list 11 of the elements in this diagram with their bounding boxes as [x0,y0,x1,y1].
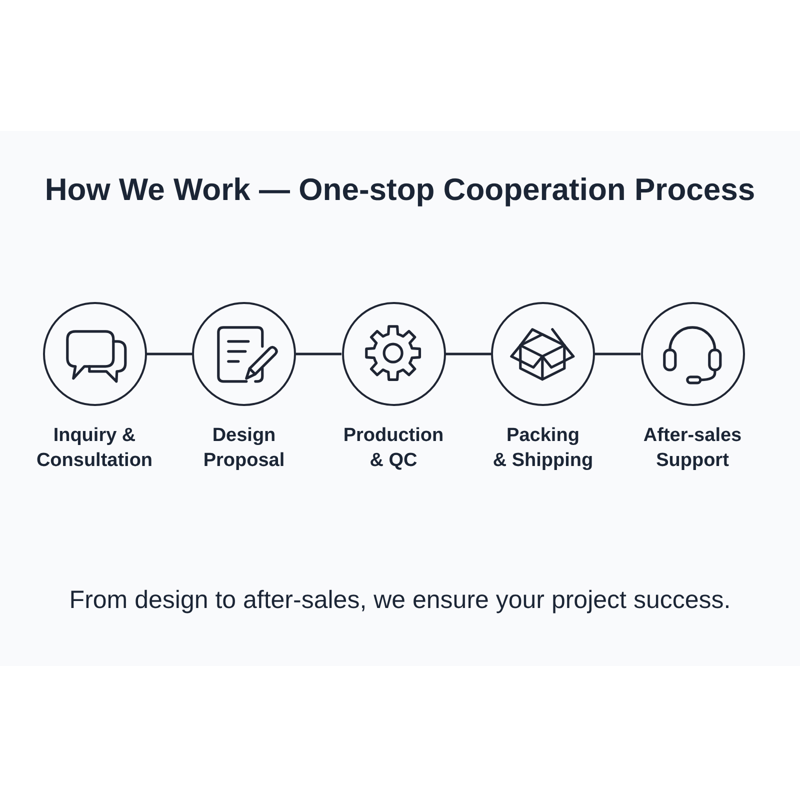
step-label: After-sales Support [643,424,742,473]
connector-line [296,352,342,356]
connector-line [595,352,640,356]
connector-line [146,352,192,356]
diagram-title: How We Work — One-stop Cooperation Process [44,171,756,209]
step-label: Production & QC [343,424,444,473]
step-label: Inquiry & Consultation [36,424,153,473]
step-label: Design Proposal [203,424,285,473]
connector-line [446,352,491,356]
caption-text: From design to after-sales, we ensure your project success. [69,585,731,615]
step-label: Packing & Shipping [492,424,594,473]
